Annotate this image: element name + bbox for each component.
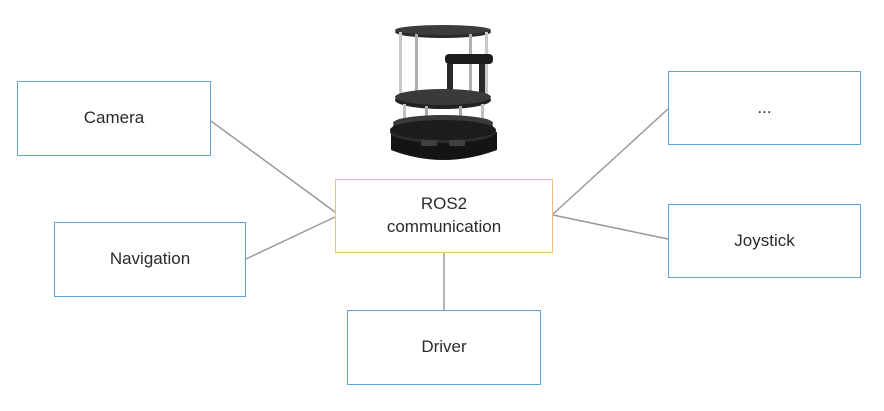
node-driver-label: Driver (421, 337, 467, 357)
node-driver: Driver (347, 310, 541, 385)
edge-navigation-center (245, 216, 336, 260)
node-more-label: ... (757, 97, 772, 117)
node-ros2-communication: ROS2 communication (335, 179, 553, 253)
node-camera: Camera (17, 81, 211, 156)
node-center-label: ROS2 communication (386, 194, 502, 236)
node-joystick-label: Joystick (734, 230, 795, 250)
node-navigation-label: Navigation (109, 249, 191, 269)
node-camera-label: Camera (83, 108, 145, 128)
node-navigation: Navigation (54, 222, 246, 297)
node-joystick: Joystick (668, 204, 861, 278)
edge-camera-center (210, 120, 336, 213)
edge-more-center (552, 108, 669, 215)
edge-joystick-center (552, 214, 669, 240)
turtlebot-robot-icon (390, 25, 497, 160)
node-more: ... (668, 71, 861, 145)
